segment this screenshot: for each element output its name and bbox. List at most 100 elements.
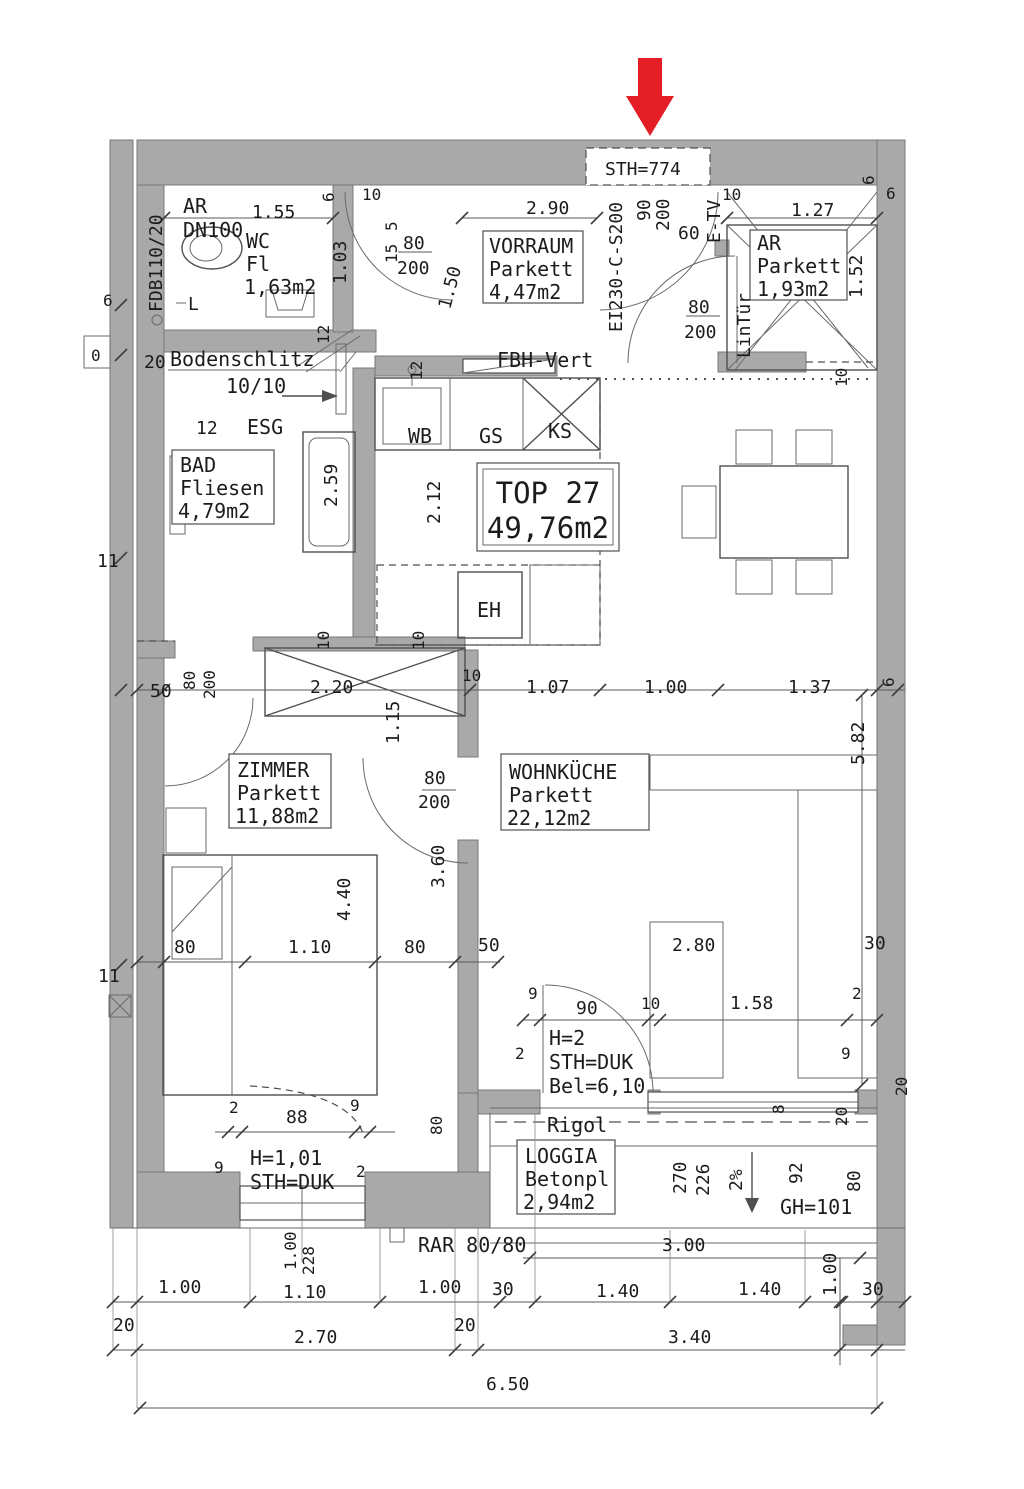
dim-label: 1.37 [788, 677, 831, 698]
dim-label: 80 [424, 768, 446, 789]
bad-name: BAD [180, 453, 216, 477]
dim-label: 200 [200, 670, 219, 699]
washbasin-box [382, 387, 442, 445]
wc-sink-lines [271, 289, 309, 311]
dim-label: 4.40 [334, 878, 355, 921]
dim-label: 10 [641, 994, 660, 1013]
nightstand-icon [165, 807, 207, 854]
counter-right-band [797, 789, 878, 1079]
dim-label: 10 [409, 631, 428, 650]
esg-hatch [295, 329, 361, 373]
bad-floor: Fliesen [180, 476, 264, 500]
wohnkueche-floor: Parkett [509, 783, 593, 807]
dim-label: 200 [418, 792, 451, 813]
loggia-door-h: H=2 [549, 1026, 585, 1050]
vorraum-name: VORRAUM [489, 234, 573, 258]
dim-label: 20 [832, 1107, 851, 1126]
loggia-label-box [516, 1139, 616, 1215]
chair [795, 429, 833, 465]
interior-walls [136, 184, 878, 1173]
bed-icon [162, 854, 378, 1096]
e-tv-label: E-TV [704, 199, 725, 243]
windows-loggia [113, 1091, 905, 1244]
dim-label: 12 [196, 418, 218, 439]
dim-label: 80 [427, 1116, 446, 1135]
ar2-floor: Parkett [757, 254, 841, 278]
slope-arrow-head [745, 1198, 759, 1213]
dim-label: 11 [98, 966, 120, 987]
dim-label: 1.07 [526, 677, 569, 698]
loggia-door-arc [542, 984, 654, 1094]
sth-top-label: STH=774 [605, 159, 681, 180]
entrance-door-arc [599, 191, 719, 311]
dim-label: 1.27 [791, 200, 834, 221]
dim-label: 2 [515, 1044, 525, 1063]
dim-label: 0 [91, 346, 101, 365]
wc-name: WC [246, 229, 270, 253]
kitchen-island [649, 921, 724, 1079]
dim-label: 80 [180, 671, 199, 690]
dim-label: 2.59 [321, 464, 342, 507]
loggia-name: LOGGIA [525, 1144, 597, 1168]
dim-label: 12 [407, 361, 426, 380]
ar2-name: AR [757, 231, 782, 255]
dim-label: 1.50 [435, 264, 467, 311]
dim-label: 6 [103, 291, 113, 310]
dim-label: 3.00 [662, 1235, 705, 1256]
dimension-lines [112, 217, 905, 1409]
dim-label: 9 [841, 1044, 851, 1063]
dim-label: 228 [299, 1246, 318, 1275]
dining-set [681, 429, 849, 595]
entrance-niche [585, 147, 711, 186]
wardrobe-cross [264, 647, 466, 717]
left-wall [136, 139, 165, 1229]
ar-bottom-wall [717, 351, 807, 373]
entry-hinge-block [714, 239, 730, 257]
dim-label: 60 [678, 223, 700, 244]
dim-label: 50 [150, 681, 172, 702]
loggia-area: 2,94m2 [523, 1190, 595, 1214]
dim-label: 2.70 [294, 1327, 337, 1348]
dimension-ticks [106, 211, 912, 1415]
dim-label: 88 [286, 1107, 308, 1128]
window-h-label: H=1,01 [250, 1146, 322, 1170]
annotation-labels: FDB110/20 L Bodenschlitz 10/10 ESG FBH-V… [146, 199, 852, 1257]
dim-label: 2.12 [424, 481, 445, 524]
window-sth-label: STH=DUK [250, 1170, 334, 1194]
toilet-icon [181, 226, 243, 270]
dim-label: 8 [769, 1104, 788, 1114]
corridor-door-arc [344, 191, 454, 301]
dim-label: 6 [886, 184, 896, 203]
pillow-icon [171, 866, 223, 960]
wohnkueche-name: WOHNKÜCHE [509, 760, 617, 784]
bathtub-inner [308, 437, 350, 547]
dim-label: 10 [462, 666, 481, 685]
fdb-diameter-icon [151, 314, 163, 326]
bodenschlitz-size: 10/10 [226, 374, 286, 398]
esg-glass-panel [335, 343, 347, 415]
left-wall-box [108, 994, 132, 1018]
bad-door-wall [136, 640, 176, 659]
dim-label: 2.80 [672, 935, 715, 956]
ar-door-arc [627, 255, 738, 364]
wohnkueche-label-box [500, 753, 650, 831]
dim-label: 200 [684, 322, 717, 343]
dim-label: 6 [859, 175, 878, 185]
wc-sink-icon [265, 289, 315, 318]
zimmer-door-arc [362, 757, 469, 864]
dim-label: 1.00 [644, 677, 687, 698]
dim-label: 1.58 [730, 993, 773, 1014]
unit-area: 49,76m2 [487, 511, 609, 545]
dim-label: 20 [144, 352, 166, 373]
gh-label: GH=101 [780, 1195, 852, 1219]
dim-label: 10 [362, 185, 381, 204]
dim-label: 1.52 [846, 255, 867, 298]
dim-label: 20 [113, 1315, 135, 1336]
dim-label: 9 [350, 1096, 360, 1115]
wc-right-wall [332, 184, 354, 333]
blanket-fold [171, 855, 233, 1095]
wc-fixtures [176, 226, 315, 318]
zimmer-wall-lower [457, 839, 479, 1094]
wc-floor: Fl [246, 252, 270, 276]
